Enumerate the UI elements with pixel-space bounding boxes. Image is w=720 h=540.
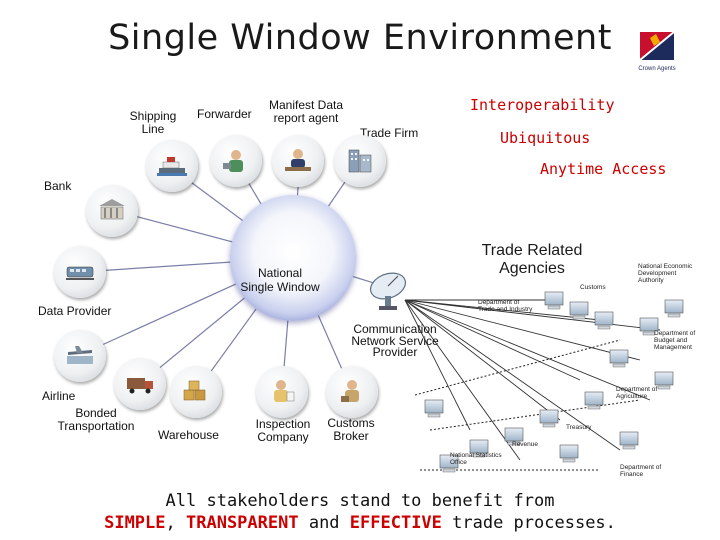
office-building-icon (348, 149, 372, 173)
inspection-company-label: Inspection Company (255, 417, 311, 444)
agency-da: Department of Agriculture (616, 386, 658, 400)
airplane-icon (67, 346, 93, 364)
person-desk-icon (285, 149, 311, 171)
customs-broker-label: Customs Broker (327, 416, 375, 443)
satellite-dish-icon (369, 272, 407, 310)
bonded-transportation-label: Bonded Transportation (57, 406, 135, 433)
forwarder-label: Forwarder (197, 107, 252, 121)
customs-broker-node (326, 366, 378, 418)
inspector-icon (274, 380, 295, 402)
bonded-transportation-node (114, 358, 166, 410)
footer-line1: All stakeholders stand to benefit from (165, 491, 555, 511)
data-provider-node (54, 246, 106, 298)
forwarder-node (210, 135, 262, 187)
trade-agencies-heading: Trade Related Agencies (481, 242, 583, 277)
agency-nso: National Statistics Office (450, 452, 502, 466)
comm-provider-label: Communication Network Service Provider (351, 322, 439, 359)
keyword-simple: SIMPLE (104, 513, 166, 533)
agency-neda: National Economic Development Authority (638, 263, 693, 284)
ship-icon (157, 157, 187, 176)
boxes-icon (183, 380, 206, 401)
airline-label: Airline (42, 389, 76, 403)
agency-dti: Department of Trade and Industry (478, 299, 533, 313)
logo-mark-icon (639, 31, 675, 61)
agency-terminals (424, 291, 684, 473)
warehouse-label: Warehouse (158, 428, 219, 442)
shipping-line-node (146, 140, 198, 192)
logo-text: Crown Agents (638, 66, 676, 72)
truck-icon (127, 378, 153, 394)
train-icon (66, 266, 94, 280)
bank-icon (99, 199, 125, 220)
data-provider-label: Data Provider (38, 304, 112, 318)
crown-agents-logo: Crown Agents (634, 30, 680, 72)
trade-firm-label: Trade Firm (360, 126, 419, 140)
agency-dof: Department of Finance (620, 464, 662, 478)
hub-label: National Single Window (240, 266, 320, 294)
bank-label: Bank (44, 179, 72, 193)
bank-node (86, 185, 138, 237)
manifest-agent-node (272, 135, 324, 187)
shipping-line-label: Shipping Line (129, 109, 177, 136)
agency-customs: Customs (580, 284, 606, 291)
trade-firm-node (334, 135, 386, 187)
keyword-transparent: TRANSPARENT (186, 513, 299, 533)
agency-dbm: Department of Budget and Management (654, 330, 696, 351)
agency-treasury: Treasury (566, 424, 592, 431)
national-single-window-hub (230, 195, 356, 321)
ubiquitous-label: Ubiquitous (500, 129, 591, 147)
airline-node (54, 330, 106, 382)
person-phone-icon (223, 150, 243, 172)
broker-icon (341, 380, 359, 402)
manifest-agent-label: Manifest Data report agent (268, 98, 344, 125)
agency-revenue: Revenue (512, 441, 539, 448)
footer-line2: SIMPLE, TRANSPARENT and EFFECTIVE trade … (104, 513, 616, 533)
warehouse-node (170, 366, 222, 418)
inspection-company-node (256, 366, 308, 418)
keyword-effective: EFFECTIVE (349, 513, 442, 533)
page-title: Single Window Environment (108, 18, 612, 58)
footer-message: All stakeholders stand to benefit from S… (0, 490, 720, 534)
interoperability-label: Interoperability (470, 96, 615, 114)
anytime-access-label: Anytime Access (540, 160, 667, 178)
